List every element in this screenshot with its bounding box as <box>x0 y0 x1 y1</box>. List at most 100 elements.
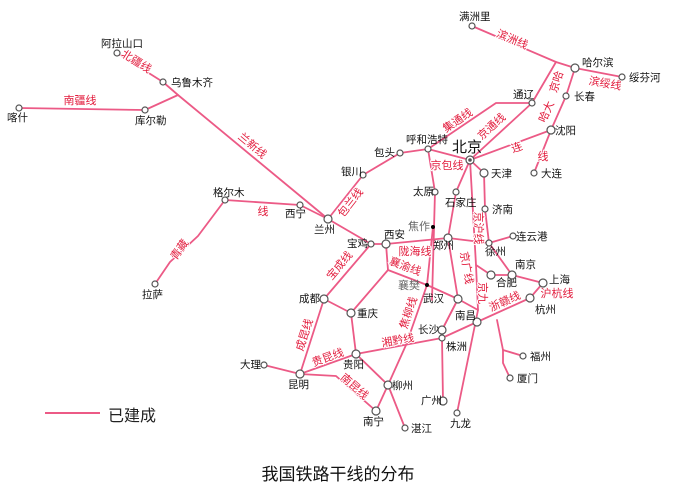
station-marker <box>485 239 493 247</box>
railway-line-jingtong <box>469 102 533 161</box>
station-label: 厦门 <box>517 372 538 385</box>
station-dot <box>425 283 429 287</box>
railway-line-chuanqian2 <box>350 312 357 355</box>
station-dot <box>431 225 435 229</box>
station-marker <box>221 196 229 204</box>
station-marker <box>396 149 404 157</box>
station-marker <box>562 92 570 100</box>
station-marker <box>528 99 536 107</box>
station-label: 满洲里 <box>459 11 491 23</box>
station-label: 柳州 <box>392 379 413 392</box>
line-label: 滨绥线 <box>588 73 623 93</box>
station-marker <box>479 168 489 178</box>
railway-line-nankun <box>299 373 377 412</box>
railway-line-yingxia <box>496 319 511 379</box>
station-label: 济南 <box>492 203 513 216</box>
station-marker <box>538 278 548 288</box>
railway-line-jingjiu <box>456 159 479 414</box>
railway-line-qingzang <box>154 199 329 285</box>
line-label: 京沪线 <box>472 212 486 245</box>
station-label: 徐州 <box>485 245 506 258</box>
station-marker <box>530 169 538 177</box>
railway-line-changwu <box>441 298 459 331</box>
station-label: 焦作 <box>408 220 430 233</box>
station-label: 贵阳 <box>343 358 364 371</box>
line-label: 宝成线 <box>323 248 355 282</box>
station-marker <box>381 239 391 249</box>
station-marker <box>506 374 514 382</box>
railway-line-jingha <box>469 67 576 161</box>
station-label: 哈尔滨 <box>582 56 614 69</box>
railway-line-hada <box>533 129 552 174</box>
line-label: 沪杭线 <box>541 286 574 300</box>
station-label: 兰州 <box>314 223 335 236</box>
station-marker <box>401 424 409 432</box>
station-label: 呼和浩特 <box>406 134 448 146</box>
station-marker <box>443 233 453 243</box>
station-label: 湛江 <box>411 423 432 435</box>
station-label: 北京 <box>452 138 482 156</box>
station-marker <box>486 270 496 280</box>
station-marker <box>468 22 476 30</box>
station-marker <box>346 308 356 318</box>
station-label: 库尔勒 <box>135 114 167 127</box>
railway-line-dali <box>263 364 301 375</box>
station-marker <box>431 188 439 196</box>
station-marker <box>371 406 381 416</box>
line-label: 南昆线 <box>338 370 372 402</box>
railway-line-south-xinjiang <box>18 94 179 111</box>
railway-line-baocheng <box>323 243 372 300</box>
railway-line-longhai <box>327 218 514 245</box>
station-label: 太原 <box>413 185 434 198</box>
station-marker <box>519 352 527 360</box>
station-label: 昆明 <box>288 379 309 391</box>
legend-label: 已建成 <box>108 406 157 425</box>
line-label: 京广线 <box>457 250 477 285</box>
station-label: 株洲 <box>446 340 467 353</box>
line-label: 京九 <box>476 282 490 304</box>
station-marker <box>509 232 517 240</box>
station-marker <box>159 78 167 86</box>
station-label: 石家庄 <box>445 196 477 209</box>
line-label: 线 <box>258 204 269 218</box>
line-label: 连 <box>509 140 524 156</box>
station-marker <box>260 361 268 369</box>
line-label: 贵昆线 <box>310 345 346 369</box>
station-label: 阿拉山口 <box>101 37 143 50</box>
station-marker <box>319 294 329 304</box>
station-marker <box>351 349 361 359</box>
station-label: 包头 <box>374 146 395 159</box>
station-marker <box>296 201 304 209</box>
station-label: 拉萨 <box>142 288 163 301</box>
station-marker <box>507 270 517 280</box>
railway-line-tongliao-link <box>531 61 557 104</box>
station-marker <box>453 294 463 304</box>
station-marker <box>323 214 333 224</box>
station-marker <box>437 325 447 335</box>
station-label: 乌鲁木齐 <box>171 76 213 89</box>
station-marker <box>359 171 367 179</box>
station-marker <box>472 317 482 327</box>
station-label: 重庆 <box>357 307 378 320</box>
station-marker <box>295 369 305 379</box>
legend-line-built <box>45 412 100 414</box>
railway-line-jiaoliu <box>387 226 434 386</box>
station-label: 成都 <box>299 293 320 305</box>
station-label: 大理 <box>240 358 261 371</box>
station-label: 南京 <box>515 258 536 271</box>
railway-line-guikun <box>299 353 357 375</box>
station-label: 郑州 <box>433 239 454 252</box>
railway-line-lizhan <box>387 384 406 429</box>
station-marker <box>570 63 580 73</box>
map-caption: 我国铁路干线的分布 <box>261 465 415 485</box>
railway-line-xiangqian <box>355 337 443 355</box>
station-label: 长春 <box>574 91 595 103</box>
station-marker <box>525 293 535 303</box>
station-marker <box>113 49 121 57</box>
station-label: 九龙 <box>450 417 471 430</box>
railway-line-chengkun <box>299 298 325 375</box>
station-marker <box>438 334 446 342</box>
station-label: 上海 <box>549 273 570 286</box>
line-label: 滨洲线 <box>494 26 530 52</box>
